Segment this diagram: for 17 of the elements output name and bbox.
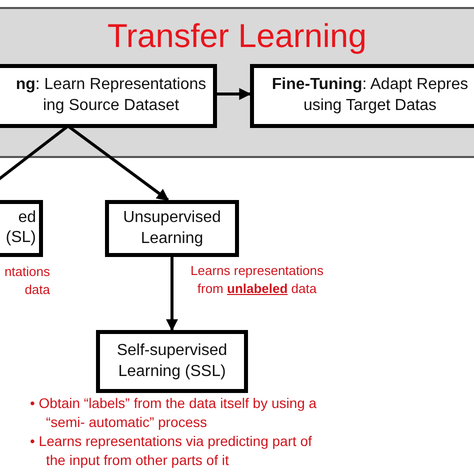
group-band xyxy=(0,7,474,158)
arrow xyxy=(166,257,178,332)
annotation-text: ntations data xyxy=(3,263,50,298)
process-box xyxy=(0,64,217,128)
box-label: ng: Learn Representations ing Source Dataset xyxy=(14,75,208,116)
box-label: ed (SL) xyxy=(4,208,36,248)
process-box xyxy=(105,200,239,257)
box-label: Fine-Tuning: Adapt Repres using Target Datas xyxy=(270,75,470,116)
bullet-item: • Obtain “labels” from the data itself by using a “semi- automatic” process xyxy=(30,394,318,432)
box-label: Self-supervised Learning (SSL) xyxy=(116,340,228,382)
box-label: Unsupervised Learning xyxy=(122,208,222,248)
process-box xyxy=(96,330,248,393)
process-box xyxy=(250,64,474,128)
arrow xyxy=(217,88,252,100)
annotation-text: Learns representations from unlabeled data xyxy=(190,262,324,298)
title-text: Transfer Learning xyxy=(106,17,368,55)
bullet-item: • Learns representations via predicting part of the input from other parts of it xyxy=(30,432,313,470)
